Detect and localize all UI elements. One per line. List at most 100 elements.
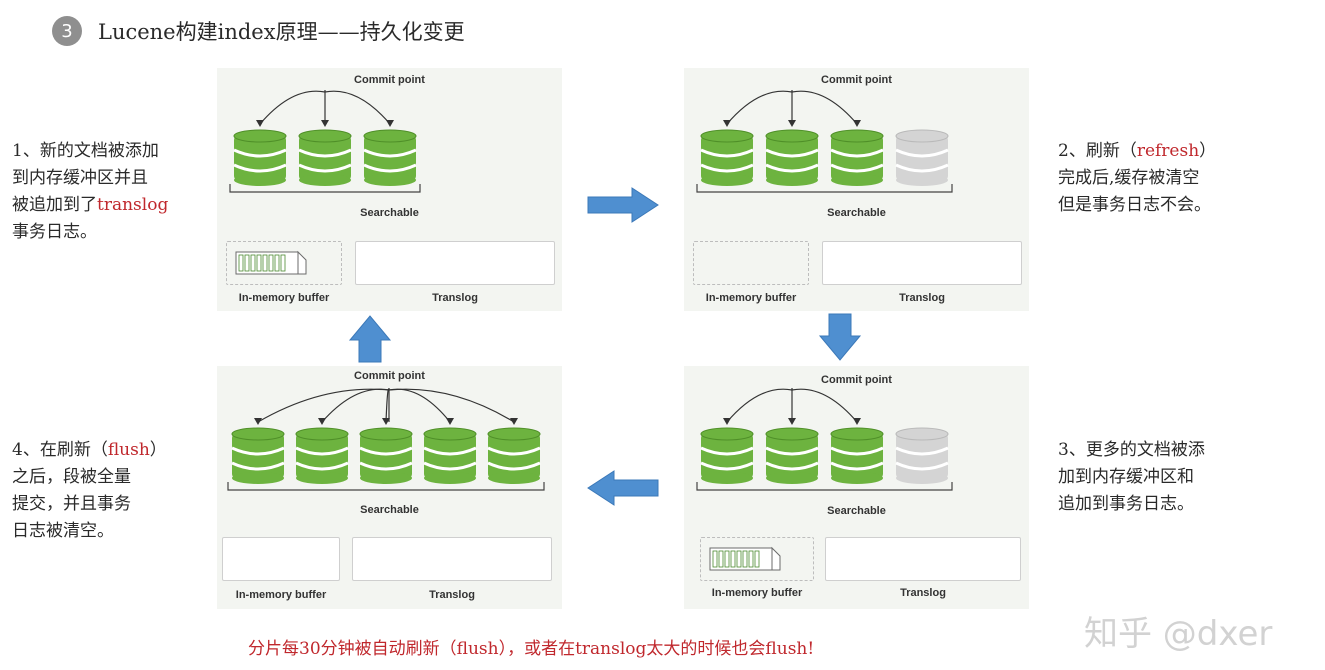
searchable-bracket — [227, 482, 545, 491]
searchable-bracket — [696, 184, 953, 193]
committed-segment — [765, 129, 819, 186]
committed-segment — [231, 427, 285, 484]
searchable-label: Searchable — [360, 207, 419, 219]
committed-segment — [765, 427, 819, 484]
commit-arrowhead — [318, 418, 326, 425]
committed-segment — [830, 129, 884, 186]
step-2-line-2: 完成后,缓存被清空 — [1058, 168, 1200, 188]
in-memory-buffer-label: In-memory buffer — [235, 589, 327, 601]
step-number-badge: 3 — [52, 16, 82, 46]
step-3-text: 3、更多的文档被添 加到内存缓冲区和 追加到事务日志。 — [1058, 437, 1288, 518]
step-1-line-1: 1、新的文档被添加 — [12, 141, 159, 161]
commit-arrowhead — [723, 120, 731, 127]
committed-segment — [423, 427, 477, 484]
in-memory-buffer-box — [226, 241, 342, 285]
commit-arrow — [388, 388, 451, 423]
commit-arrowhead — [446, 418, 454, 425]
panel-2: Commit point Searchable In-memory buffer… — [684, 68, 1029, 311]
committed-segment — [363, 129, 417, 186]
step-2-line-1: 2、刷新（refresh） — [1058, 141, 1217, 161]
in-memory-buffer-label: In-memory buffer — [705, 292, 797, 304]
commit-arrowhead — [853, 120, 861, 127]
flush-highlight: flush — [107, 440, 150, 460]
committed-segment — [233, 129, 287, 186]
step-4-line-3: 提交，并且事务 — [12, 494, 131, 514]
page-title: Lucene构建index原理——持久化变更 — [98, 20, 465, 44]
in-memory-buffer-box — [222, 537, 340, 581]
commit-arrow — [324, 90, 391, 125]
commit-arrow — [321, 388, 390, 423]
uncommitted-segment — [895, 129, 949, 186]
commit-arrowhead — [510, 418, 518, 425]
translog-box — [822, 241, 1022, 285]
commit-arrowhead — [723, 418, 731, 425]
panel-3: Commit point Searchable In-memory buffer… — [684, 366, 1029, 609]
step-4-text: 4、在刷新（flush） 之后，段被全量 提交，并且事务 日志被清空。 — [12, 437, 212, 545]
refresh-highlight: refresh — [1136, 141, 1200, 161]
step-1-line-2: 到内存缓冲区并且 — [12, 168, 148, 188]
commit-arrowhead — [788, 120, 796, 127]
commit-arrow — [791, 388, 858, 423]
zhihu-watermark: 知乎 @dxer — [1084, 614, 1273, 654]
panel-4: Commit point Searchable In-memory buffer… — [217, 366, 562, 609]
bottom-note: 分片每30分钟被自动刷新（flush），或者在translog太大的时候也会fl… — [248, 639, 815, 659]
in-memory-buffer-label: In-memory buffer — [238, 292, 330, 304]
translog-box — [825, 537, 1021, 581]
committed-segment — [359, 427, 413, 484]
commit-arrowhead — [386, 120, 394, 127]
document-icon — [235, 250, 307, 275]
panel-4-graphic — [227, 388, 545, 491]
arrow-up — [348, 315, 392, 363]
arrow-left — [587, 470, 659, 506]
commit-point-label: Commit point — [821, 74, 892, 86]
step-2-line-3: 但是事务日志不会。 — [1058, 195, 1211, 215]
in-memory-buffer-box — [693, 241, 809, 285]
committed-segment — [487, 427, 541, 484]
in-memory-buffer-box — [700, 537, 814, 581]
commit-arrow — [259, 90, 326, 125]
step-4-line-2: 之后，段被全量 — [12, 467, 131, 487]
commit-arrowhead — [788, 418, 796, 425]
panel-1: Commit point Searchable In-memory buffer… — [217, 68, 562, 311]
document-icon — [709, 546, 781, 571]
uncommitted-segment — [895, 427, 949, 484]
commit-arrow — [385, 388, 390, 423]
commit-arrowhead — [853, 418, 861, 425]
committed-segment — [700, 427, 754, 484]
commit-point-label: Commit point — [821, 374, 892, 386]
commit-point-label: Commit point — [354, 74, 425, 86]
commit-arrowhead — [254, 418, 262, 425]
translog-label: Translog — [899, 292, 945, 304]
committed-segment — [830, 427, 884, 484]
committed-segment — [700, 129, 754, 186]
step-1-line-3: 被追加到了translog — [12, 195, 169, 215]
commit-arrow — [791, 90, 858, 125]
searchable-label: Searchable — [360, 504, 419, 516]
commit-arrowhead — [321, 120, 329, 127]
commit-arrow — [726, 388, 793, 423]
step-4-line-4: 日志被清空。 — [12, 521, 114, 541]
step-1-line-4: 事务日志。 — [12, 222, 97, 242]
committed-segment — [298, 129, 352, 186]
searchable-label: Searchable — [827, 505, 886, 517]
translog-box — [355, 241, 555, 285]
arrow-down — [818, 313, 862, 361]
translog-highlight: translog — [97, 195, 169, 215]
searchable-bracket — [229, 184, 421, 193]
translog-label: Translog — [432, 292, 478, 304]
commit-arrow — [388, 388, 515, 423]
step-2-text: 2、刷新（refresh） 完成后,缓存被清空 但是事务日志不会。 — [1058, 138, 1288, 219]
commit-arrowhead — [256, 120, 264, 127]
in-memory-buffer-label: In-memory buffer — [711, 587, 803, 599]
step-3-line-1: 3、更多的文档被添 — [1058, 440, 1205, 460]
commit-arrowhead — [382, 418, 390, 425]
commit-point-label: Commit point — [354, 370, 425, 382]
committed-segment — [295, 427, 349, 484]
searchable-label: Searchable — [827, 207, 886, 219]
step-1-text: 1、新的文档被添加 到内存缓冲区并且 被追加到了translog 事务日志。 — [12, 138, 212, 246]
translog-label: Translog — [429, 589, 475, 601]
translog-box — [352, 537, 552, 581]
step-4-line-1: 4、在刷新（flush） — [12, 440, 167, 460]
step-3-line-2: 加到内存缓冲区和 — [1058, 467, 1194, 487]
arrow-right — [587, 187, 659, 223]
